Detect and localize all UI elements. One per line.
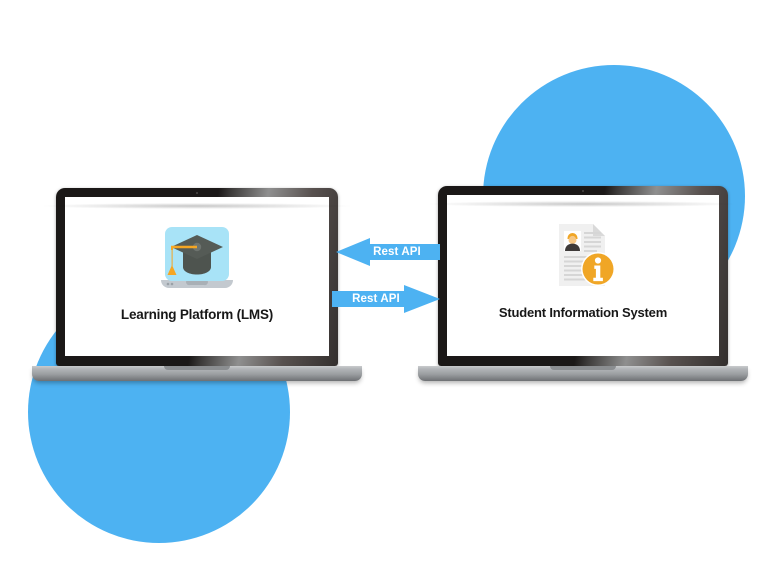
node-label-lms: Learning Platform (LMS) xyxy=(120,307,274,322)
connection-arrow-lms-to-sis[interactable]: Rest API xyxy=(332,285,440,313)
laptop-base-lms xyxy=(32,366,362,381)
laptop-lid-sis: Student Information System xyxy=(438,186,728,366)
screen-sis: Student Information System xyxy=(447,195,719,356)
laptop-base-sis xyxy=(418,366,748,381)
student-record-document-info-icon xyxy=(537,221,629,293)
laptop-lid-lms: Learning Platform (LMS) xyxy=(56,188,338,366)
webcam-icon xyxy=(196,192,198,194)
laptop-shadow-sis xyxy=(430,201,736,207)
laptop-lms[interactable]: Learning Platform (LMS) xyxy=(32,188,362,381)
connection-label-lms-to-sis: Rest API xyxy=(352,293,400,305)
connection-label-sis-to-lms: Rest API xyxy=(373,246,421,258)
webcam-icon xyxy=(582,190,584,192)
node-label-sis: Student Information System xyxy=(498,305,668,320)
connection-arrow-sis-to-lms[interactable]: Rest API xyxy=(336,238,440,266)
screen-lms: Learning Platform (LMS) xyxy=(65,197,329,356)
laptop-shadow-lms xyxy=(44,203,350,209)
e-learning-graduation-cap-icon xyxy=(151,223,243,295)
laptop-sis[interactable]: Student Information System xyxy=(418,186,748,381)
